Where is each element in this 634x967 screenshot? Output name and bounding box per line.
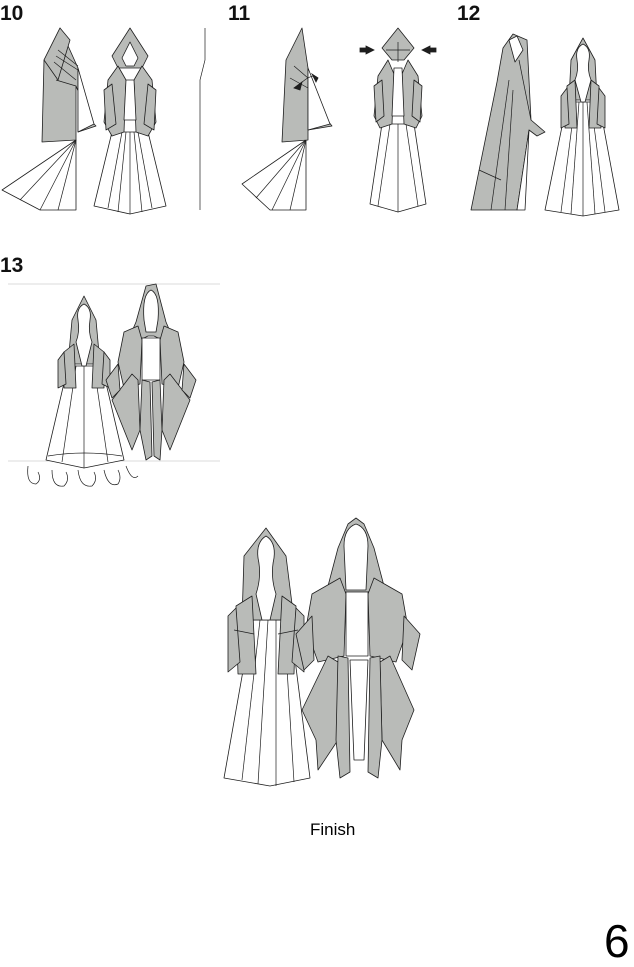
step-10-diagram	[0, 20, 215, 220]
step-11-diagram	[228, 20, 443, 220]
finish-diagram	[214, 510, 424, 790]
step-number-13: 13	[0, 255, 23, 276]
finish-front-figure	[224, 528, 310, 786]
step-12-front-figure	[545, 38, 619, 216]
step-11-side-figure	[242, 28, 332, 210]
push-arrow-right-icon	[422, 46, 430, 54]
step-12-side-figure	[471, 34, 545, 210]
step-10-front-figure	[94, 28, 166, 214]
step-12-diagram	[457, 20, 634, 220]
step-13-back-figure	[106, 284, 196, 460]
finish-back-figure	[296, 518, 420, 778]
push-arrow-left-icon	[366, 46, 374, 54]
step-13-diagram	[8, 280, 223, 500]
page-number: 6	[604, 918, 630, 964]
step-10-side-figure	[2, 28, 96, 210]
finish-caption: Finish	[310, 820, 355, 840]
